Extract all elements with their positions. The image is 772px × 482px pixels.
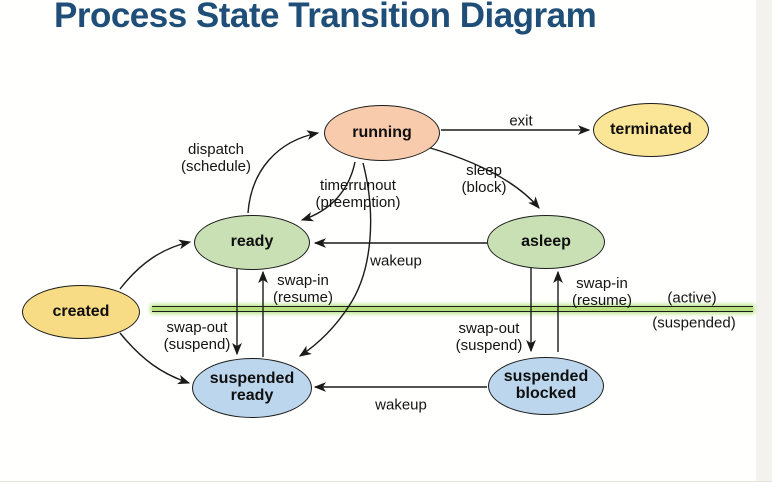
edge-label-dispatch-line1: dispatch <box>188 141 244 158</box>
edge-created-to-suspended-ready <box>119 332 191 385</box>
node-asleep-label: asleep <box>521 232 571 250</box>
edge-label-swap-out-right-line1: swap-out <box>458 320 520 337</box>
page-title: Process State Transition Diagram <box>54 0 597 35</box>
edge-label-timerrunout-line2: (preemption) <box>315 194 401 211</box>
background-right-strip <box>756 0 772 481</box>
edge-label-swap-out-right: swap-out (suspend) <box>456 320 523 354</box>
edge-timerrunout <box>300 161 356 222</box>
edge-label-sleep-line2: (block) <box>461 179 507 196</box>
edge-label-swap-in-left-line1: swap-in <box>277 272 329 289</box>
node-asleep: asleep <box>487 215 605 269</box>
node-created-label: created <box>52 302 110 320</box>
node-suspended-blocked: suspended blocked <box>488 357 604 415</box>
edge-label-swap-in-right: swap-in (resume) <box>572 275 632 309</box>
edge-running-to-suspended-ready <box>298 162 372 357</box>
node-suspended-ready: suspended ready <box>192 358 312 418</box>
edge-created-to-ready <box>119 239 192 290</box>
node-suspended-blocked-line2: blocked <box>515 385 577 402</box>
node-running-label: running <box>352 123 412 141</box>
node-suspended-ready-label: suspended ready <box>209 370 295 405</box>
node-suspended-blocked-label: suspended blocked <box>503 368 589 403</box>
edge-dispatch <box>247 130 320 214</box>
region-label-suspended: (suspended) <box>652 314 736 332</box>
node-ready: ready <box>194 215 310 270</box>
edge-label-sleep: sleep (block) <box>461 162 506 196</box>
edge-label-wakeup-top: wakeup <box>370 252 422 270</box>
region-label-active: (active) <box>667 289 717 307</box>
node-suspended-ready-line1: suspended <box>209 370 295 388</box>
edge-label-timerrunout: timerrunout (preemption) <box>315 177 400 211</box>
edge-label-swap-in-left: swap-in (resume) <box>273 272 333 306</box>
node-running: running <box>324 105 440 161</box>
node-created: created <box>22 285 140 339</box>
edge-label-swap-in-right-line1: swap-in <box>576 275 628 292</box>
edge-label-swap-out-left: swap-out (suspend) <box>164 319 231 353</box>
node-terminated-label: terminated <box>610 120 692 138</box>
node-suspended-blocked-line1: suspended <box>503 368 589 386</box>
edge-label-swap-in-left-line2: (resume) <box>272 289 334 306</box>
edge-label-swap-in-right-line2: (resume) <box>571 292 633 309</box>
edge-label-timerrunout-line1: timerrunout <box>320 177 396 194</box>
active-suspended-divider-line <box>152 306 753 312</box>
edge-label-sleep-line1: sleep <box>466 162 502 179</box>
edge-label-exit: exit <box>509 112 533 130</box>
node-terminated: terminated <box>593 103 709 157</box>
node-suspended-ready-line2: ready <box>230 387 274 404</box>
node-ready-label: ready <box>230 233 274 251</box>
edge-label-swap-out-left-line1: swap-out <box>166 319 228 336</box>
edge-label-dispatch: dispatch (schedule) <box>181 141 251 175</box>
edge-label-wakeup-bottom: wakeup <box>375 396 427 414</box>
edge-label-dispatch-line2: (schedule) <box>180 158 252 175</box>
edge-sleep <box>426 146 540 209</box>
edge-label-swap-out-right-line2: (suspend) <box>455 337 523 354</box>
edge-label-swap-out-left-line2: (suspend) <box>163 336 231 353</box>
